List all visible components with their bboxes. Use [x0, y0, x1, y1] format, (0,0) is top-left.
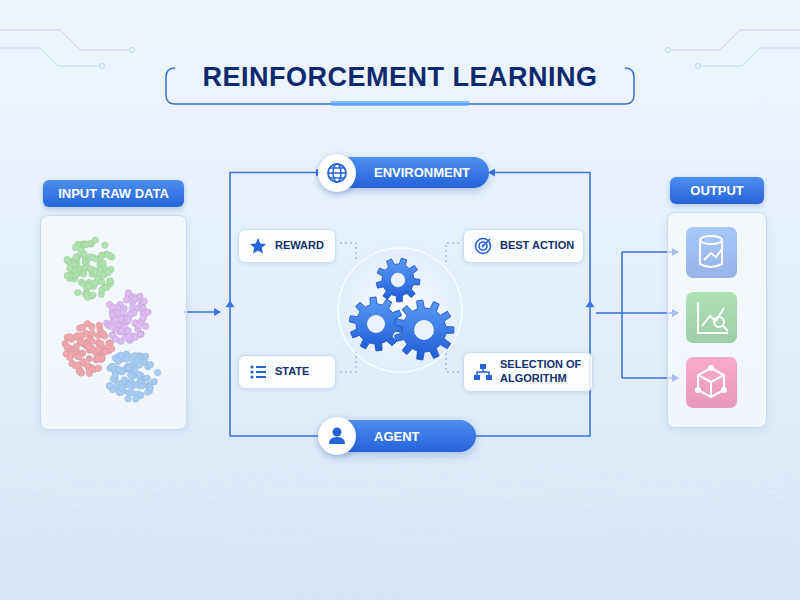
loop-connector	[476, 173, 590, 437]
wave-line	[0, 526, 800, 554]
icon-circle	[318, 417, 356, 455]
title: REINFORCEMENT LEARNING	[0, 62, 800, 93]
gear	[395, 300, 454, 360]
node-label: BEST ACTION	[500, 239, 574, 253]
gears	[349, 258, 454, 360]
icon	[318, 154, 356, 192]
icon	[249, 363, 267, 381]
panel-box: INPUT RAW DATA	[40, 215, 187, 430]
icon	[474, 363, 492, 381]
pill-box: ENVIRONMENT	[322, 157, 489, 188]
output-arrows	[596, 252, 678, 378]
wave-line	[0, 456, 800, 484]
input-arrow	[184, 311, 220, 313]
arrowhead	[226, 300, 235, 307]
gear-hole	[414, 320, 434, 340]
panel-box: OUTPUT	[667, 212, 767, 428]
gear-glow	[328, 238, 472, 382]
loop-connector	[230, 173, 322, 437]
gear-hole	[367, 315, 385, 333]
icon	[474, 363, 492, 381]
node-label: AGENT	[374, 429, 420, 444]
wave-line	[0, 484, 800, 512]
panel-heading: INPUT RAW DATA	[43, 180, 184, 207]
gear	[376, 258, 420, 302]
panel-heading: OUTPUT	[670, 177, 764, 204]
wave-line	[0, 568, 800, 596]
icon	[474, 237, 492, 255]
wave-line	[0, 470, 800, 498]
label-box: REWARD	[238, 229, 336, 263]
title-glow	[330, 101, 470, 106]
wave-line	[0, 498, 800, 526]
gear-ring	[338, 248, 462, 372]
pill-box: AGENT	[322, 420, 476, 452]
node-label: ENVIRONMENT	[374, 165, 470, 180]
icon	[318, 417, 356, 455]
icon	[249, 237, 267, 255]
node-label: SELECTION OF ALGORITHM	[500, 358, 584, 386]
leader-lines	[340, 243, 459, 372]
node-label: REWARD	[275, 239, 324, 253]
label-box: BEST ACTION	[463, 229, 584, 263]
label-box: STATE	[238, 355, 336, 389]
node-label: STATE	[275, 365, 309, 379]
wave-pattern	[0, 456, 800, 596]
label-box: SELECTION OF ALGORITHM	[463, 352, 593, 392]
icon-circle	[318, 154, 356, 192]
icon	[249, 237, 267, 255]
icon	[474, 237, 492, 255]
wave-line	[0, 512, 800, 540]
arrowhead	[586, 300, 595, 307]
wave-line	[0, 554, 800, 582]
icon	[249, 363, 267, 381]
gear-hole	[391, 273, 405, 287]
